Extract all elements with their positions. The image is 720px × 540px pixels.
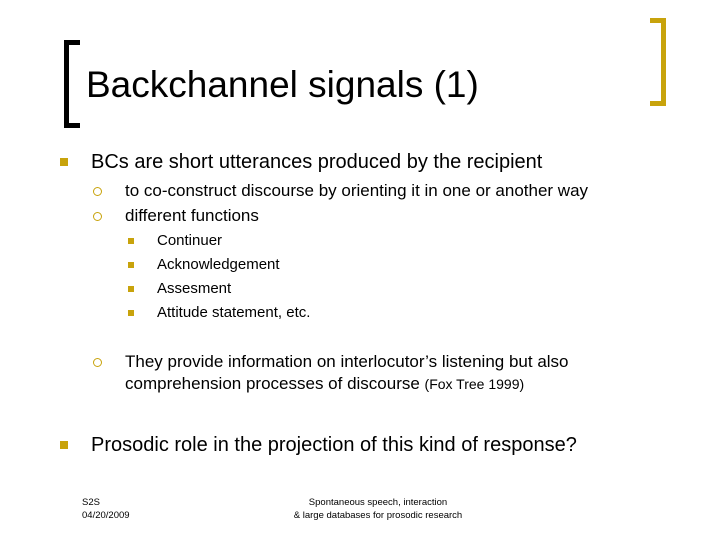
function-item: Attitude statement, etc. — [157, 304, 311, 321]
ring-bullet-icon — [93, 358, 102, 367]
square-bullet-icon — [128, 286, 134, 292]
bullet-sub-1: to co-construct discourse by orienting i… — [125, 181, 589, 200]
ring-bullet-icon — [93, 187, 102, 196]
bullet-sub-2: different functions — [125, 206, 259, 225]
citation: (Fox Tree 1999) — [424, 376, 525, 392]
footer-date: 04/20/2009 — [82, 510, 130, 521]
function-item: Continuer — [157, 232, 223, 249]
square-bullet-icon — [128, 262, 134, 268]
square-bullet-icon — [60, 158, 68, 166]
footer-course: S2S — [82, 497, 100, 508]
square-bullet-icon — [128, 310, 134, 316]
ring-bullet-icon — [93, 212, 102, 221]
footer-title-line2: & large databases for prosodic research — [293, 510, 463, 521]
right-bracket-decoration — [650, 18, 666, 106]
square-bullet-icon — [60, 441, 68, 449]
function-item: Assesment — [157, 280, 232, 297]
bullet-sub-3-line2: comprehension processes of discourse (Fo… — [125, 373, 524, 395]
footer-left: S2S 04/20/2009 — [82, 496, 130, 522]
bullet-main-1: BCs are short utterances produced by the… — [91, 151, 543, 173]
slide-title: Backchannel signals (1) — [86, 64, 479, 105]
left-bracket-decoration — [64, 40, 80, 128]
footer-center: Spontaneous speech, interaction & large … — [240, 496, 516, 522]
bullet-sub-3-text: comprehension processes of discourse — [125, 374, 425, 393]
footer-title-line1: Spontaneous speech, interaction — [308, 497, 448, 508]
bullet-main-2: Prosodic role in the projection of this … — [91, 434, 577, 456]
function-item: Acknowledgement — [157, 256, 280, 273]
bullet-sub-3-line1: They provide information on interlocutor… — [125, 352, 569, 371]
square-bullet-icon — [128, 238, 134, 244]
